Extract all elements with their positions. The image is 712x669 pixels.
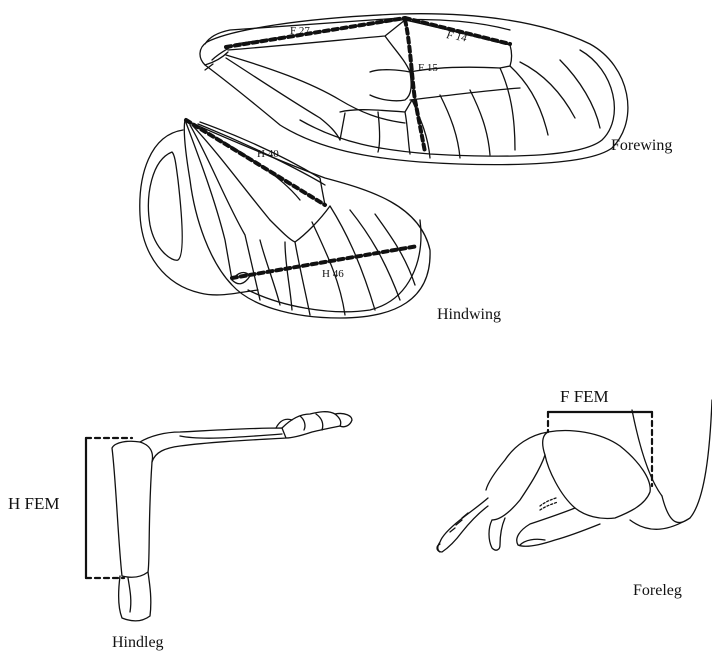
measure-label-h46: H 46: [322, 268, 344, 280]
hindleg-label: Hindleg: [112, 634, 164, 652]
measure-label-f15: F 15: [418, 62, 438, 74]
f-fem-label: F FEM: [560, 387, 609, 407]
forewing-drawing: [200, 14, 628, 165]
foreleg-label: Foreleg: [633, 582, 682, 600]
measure-label-h40: H 40: [257, 148, 279, 160]
hindleg-drawing: [86, 412, 352, 621]
measure-label-f27: F 27: [290, 25, 310, 37]
measure-label-f14: F 14: [444, 29, 468, 45]
forewing-label: Forewing: [611, 137, 672, 155]
hindwing-label: Hindwing: [437, 306, 501, 324]
foreleg-drawing: [437, 400, 712, 552]
h-fem-label: H FEM: [8, 494, 59, 514]
